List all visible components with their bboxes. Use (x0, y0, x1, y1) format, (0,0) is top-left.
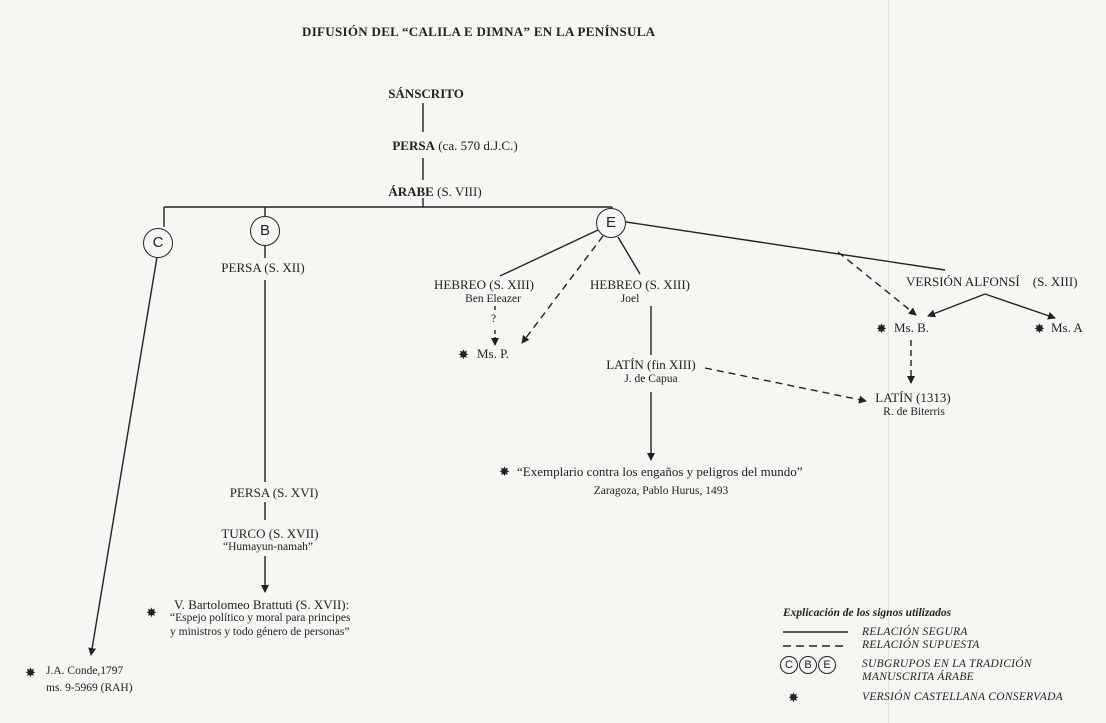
legend-circle-b: B (799, 656, 817, 674)
legend-heading: Explicación de los signos utilizados (783, 607, 952, 619)
group-e-circle: E (596, 208, 626, 238)
page-fold (888, 0, 889, 723)
node-persa-xii: PERSA (S. XII) (221, 260, 305, 275)
asterisk-star-icon: ✸ (1034, 321, 1045, 336)
edge-c-conde (88, 256, 158, 656)
node-persa-name: PERSA (392, 138, 435, 153)
node-brattuti-sub-1: “Espejo político y moral para principes (170, 612, 351, 624)
group-c-circle: C (143, 228, 173, 258)
node-conde-sub: ms. 9-5969 (RAH) (46, 682, 133, 694)
node-ms-b: Ms. B. (894, 320, 930, 335)
node-exemplario-sub: Zaragoza, Pablo Hurus, 1493 (593, 485, 729, 497)
node-version-alfonsi-name: VERSIÓN ALFONSÍ (906, 274, 1020, 289)
edge-alfonsi-msa (984, 293, 1056, 320)
legend-subgroups-label-2: MANUSCRITA ÁRABE (862, 671, 975, 683)
question-mark: ? (491, 313, 497, 325)
node-brattuti-sub-2: y ministros y todo género de personas” (170, 626, 350, 638)
asterisk-star-icon: ✸ (876, 321, 887, 336)
legend-subgroups-label-1: SUBGRUPOS EN LA TRADICIÓN (862, 658, 1032, 670)
group-b-circle: B (250, 216, 280, 246)
node-conde: J.A. Conde,1797 (46, 665, 124, 677)
edge-e-msp (521, 235, 604, 344)
node-version-alfonsi: VERSIÓN ALFONSÍ (S. XIII) (906, 274, 1078, 289)
legend-conserved-label: VERSIÓN CASTELLANA CONSERVADA (862, 691, 1064, 703)
edge-e-hebreo1 (499, 229, 599, 277)
asterisk-star-icon: ✸ (499, 464, 510, 479)
node-version-alfonsi-date: (S. XIII) (1032, 274, 1078, 289)
edge-alfonsi-msb (927, 293, 986, 318)
edge-latin-latin1313 (704, 367, 867, 404)
node-brattuti: V. Bartolomeo Brattuti (S. XVII): (174, 597, 350, 612)
node-ms-p: Ms. P. (477, 346, 510, 361)
node-turco: TURCO (S. XVII) (221, 526, 319, 541)
asterisk-star-icon: ✸ (458, 347, 469, 362)
node-latin-1313: LATÍN (1313) (875, 390, 951, 405)
node-turco-sub: “Humayun-namah” (222, 541, 314, 553)
edge-e-alfonsi (625, 221, 946, 271)
legend-circle-c: C (780, 656, 798, 674)
edge-e-hebreo2 (617, 236, 641, 275)
node-persa-xvi: PERSA (S. XVI) (229, 485, 319, 500)
node-exemplario: “Exemplario contra los engaños y peligro… (517, 464, 803, 479)
asterisk-star-icon: ✸ (146, 605, 157, 620)
node-hebreo-ben-eleazer-sub: Ben Eleazer (465, 293, 521, 305)
node-ms-a: Ms. A (1051, 320, 1083, 335)
node-hebreo-ben-eleazer: HEBREO (S. XIII) (433, 277, 535, 292)
node-hebreo-joel-sub: Joel (620, 293, 640, 305)
edge-e-msb (837, 251, 917, 316)
diagram-title: DIFUSIÓN DEL “CALILA E DIMNA” EN LA PENÍ… (302, 24, 656, 39)
asterisk-star-icon: ✸ (25, 665, 36, 680)
node-arabe-date: (S. VIII) (437, 184, 482, 199)
node-arabe-name: ÁRABE (388, 184, 434, 199)
node-persa: PERSA (ca. 570 d.J.C.) (392, 138, 517, 153)
legend-dashed-label: RELACIÓN SUPUESTA (862, 639, 980, 651)
asterisk-star-icon: ✸ (788, 690, 799, 705)
node-latin-1313-sub: R. de Biterris (883, 406, 945, 418)
node-latin-fin-xiii: LATÍN (fin XIII) (606, 357, 696, 372)
node-arabe: ÁRABE (S. VIII) (388, 184, 481, 199)
node-sanscrito: SÁNSCRITO (388, 86, 464, 101)
node-persa-date: (ca. 570 d.J.C.) (438, 138, 518, 153)
legend-circle-e: E (818, 656, 836, 674)
node-latin-fin-xiii-sub: J. de Capua (624, 373, 678, 385)
node-hebreo-joel: HEBREO (S. XIII) (589, 277, 691, 292)
legend-solid-label: RELACIÓN SEGURA (862, 626, 968, 638)
